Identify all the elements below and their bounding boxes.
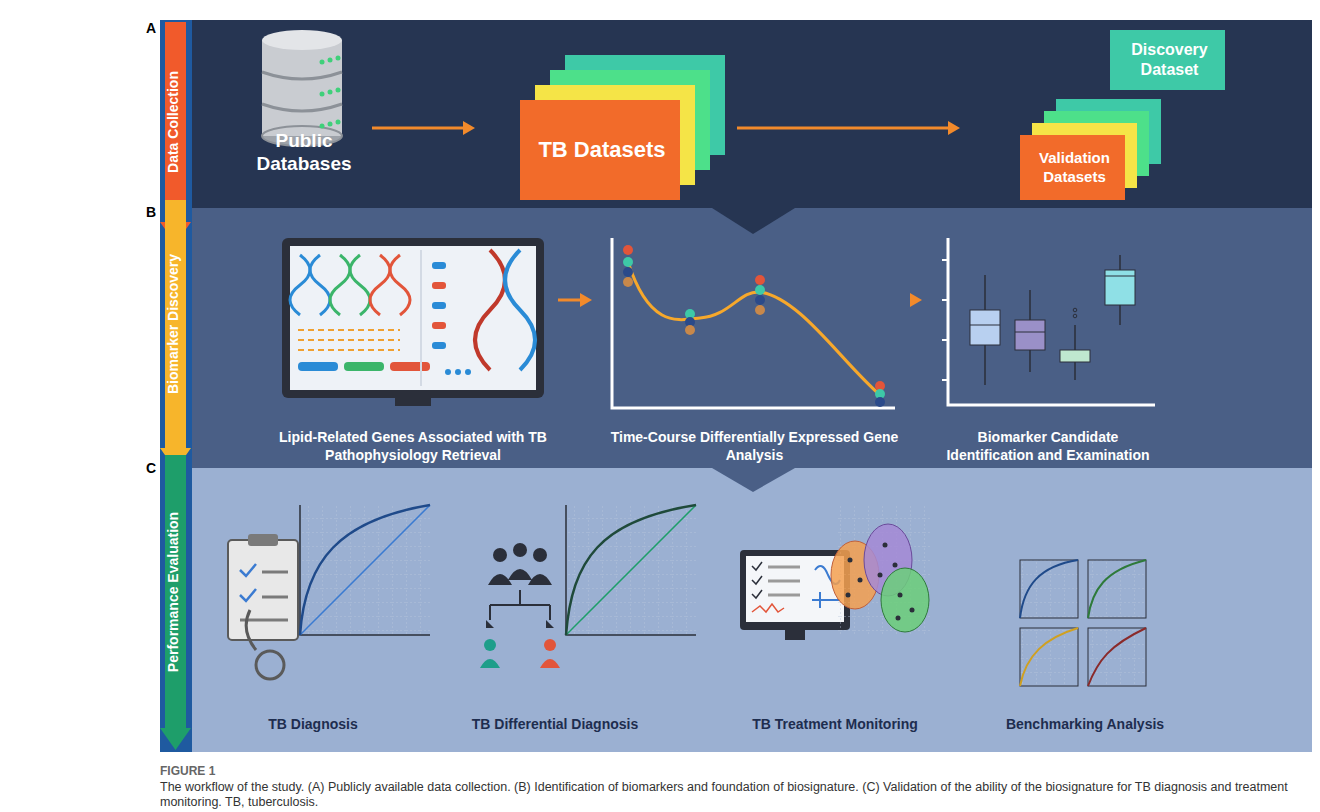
flow-arrow (910, 293, 922, 307)
side-strip (160, 20, 192, 752)
node-text: Validation Datasets (1024, 149, 1125, 187)
database-icon (262, 30, 342, 146)
chevron (712, 208, 795, 234)
node-text: Public Databases (244, 129, 364, 177)
box-plot (942, 238, 1155, 405)
validation-stack (1020, 99, 1161, 200)
panel-letter: C (146, 460, 160, 476)
evaluation-label: TB Differential Diagnosis (450, 716, 660, 732)
node-text: TB Datasets (538, 136, 665, 164)
node-text: Biomarker Candidate Identification and E… (934, 429, 1162, 464)
side-arrow (160, 455, 191, 750)
panel-letter: A (146, 20, 160, 36)
benchmark-illustration (1020, 560, 1146, 686)
node-text: Data Collection (165, 71, 183, 173)
panel-letter: B (146, 204, 160, 220)
panel-a (192, 20, 1312, 208)
panel-c (192, 468, 1312, 752)
node-text: Lipid-Related Genes Associated with TB P… (274, 429, 552, 464)
discovery-card (1110, 30, 1225, 90)
gene-monitor-icon (282, 238, 544, 406)
flow-arrow (558, 293, 592, 307)
monitoring-illustration (740, 505, 932, 640)
step-node: Time-Course Differentially Expressed Gen… (600, 236, 905, 464)
flow-arrow (737, 121, 960, 135)
stage-arrow: Biomarker Discovery (163, 202, 185, 446)
diagnosis-illustration (228, 505, 430, 679)
evaluation-label: TB Treatment Monitoring (730, 716, 940, 732)
side-arrow (160, 200, 191, 470)
stage-arrow: Performance Evaluation (163, 457, 185, 727)
dataset-card: TB Datasets (520, 55, 725, 200)
dataset-stack (520, 55, 725, 200)
figure-number: FIGURE 1 (160, 764, 360, 778)
panel-b (192, 208, 1312, 468)
node-text: Biomarker Discovery (165, 254, 183, 394)
step-node: Lipid-Related Genes Associated with TB P… (270, 236, 552, 464)
database-node: Public Databases (240, 30, 364, 176)
evaluation-label: Benchmarking Analysis (985, 716, 1185, 732)
chevron (712, 468, 795, 492)
node-text: Discovery Dataset (1114, 40, 1225, 80)
evaluation-label: TB Diagnosis (213, 716, 413, 732)
node-text: Performance Evaluation (165, 512, 183, 672)
stage-arrow: Data Collection (163, 24, 185, 220)
step-node: Biomarker Candidate Identification and E… (930, 236, 1162, 464)
time-course-chart (612, 238, 895, 408)
node-text: Time-Course Differentially Expressed Gen… (604, 429, 905, 464)
figure-caption: The workflow of the study. (A) Publicly … (160, 780, 1310, 810)
dataset-card: Discovery Dataset (1110, 30, 1225, 90)
differential-illustration (480, 505, 696, 668)
flow-arrow (372, 121, 475, 135)
dataset-card: Validation Datasets (1020, 99, 1161, 200)
